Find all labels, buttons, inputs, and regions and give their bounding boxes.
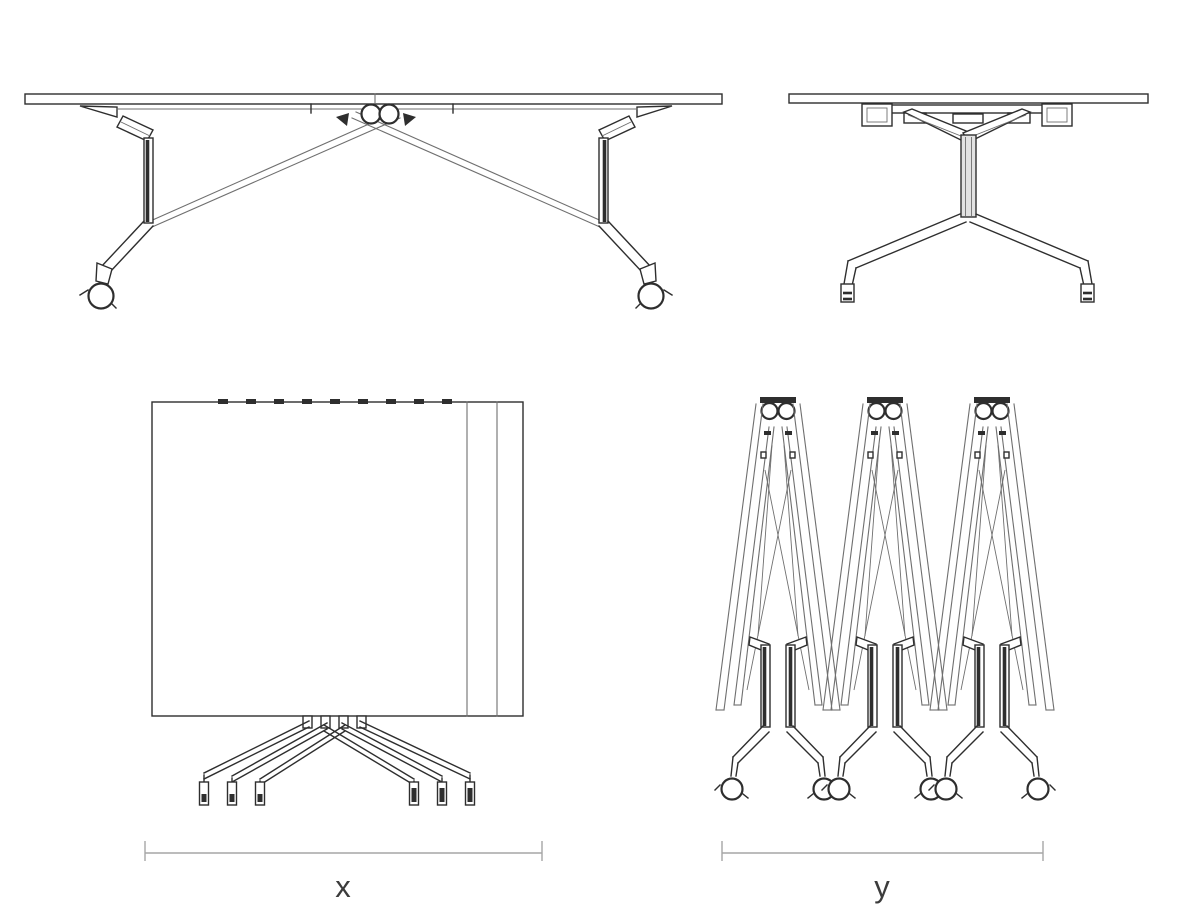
yoke-arms	[902, 108, 1032, 143]
caster-wheel-icon	[637, 282, 665, 310]
hinge-knob-icon	[378, 103, 400, 125]
hinge-knob-icon	[360, 103, 382, 125]
end-view	[788, 93, 1149, 303]
side-view-unfolded	[24, 93, 723, 310]
pedestal-column	[960, 134, 977, 218]
tabletop	[788, 93, 1149, 104]
dimension-y: y	[721, 841, 1044, 904]
dimension-y-label: y	[874, 869, 890, 904]
caster-feet	[198, 774, 476, 806]
left-leg-assembly	[79, 115, 154, 310]
latch-block	[1041, 103, 1073, 127]
nested-folded-table-2	[820, 395, 950, 802]
caster-foot	[1080, 283, 1095, 303]
folded-front-view	[151, 399, 524, 806]
top-edge-latches	[218, 399, 452, 404]
latch-block	[861, 103, 893, 127]
dimension-x-label: x	[335, 869, 351, 904]
caster-stem	[639, 261, 657, 285]
caster-wheel-icon	[87, 282, 115, 310]
nested-folded-table-1	[713, 395, 843, 802]
nested-folded-table-3	[927, 395, 1057, 802]
cross-braces	[147, 111, 605, 228]
bracket-plate	[952, 113, 984, 124]
dimension-x: x	[144, 841, 543, 904]
tabletop	[24, 93, 723, 105]
caster-stem	[95, 261, 113, 285]
nested-side-view	[713, 395, 1057, 802]
right-leg-assembly	[598, 115, 673, 310]
folded-tabletop-face	[151, 401, 524, 717]
splayed-legs	[843, 213, 1093, 287]
pedestal-hubs	[302, 715, 367, 729]
mounting-bar	[867, 104, 1067, 114]
splayed-leg-struts	[203, 720, 471, 786]
caster-foot	[840, 283, 855, 303]
